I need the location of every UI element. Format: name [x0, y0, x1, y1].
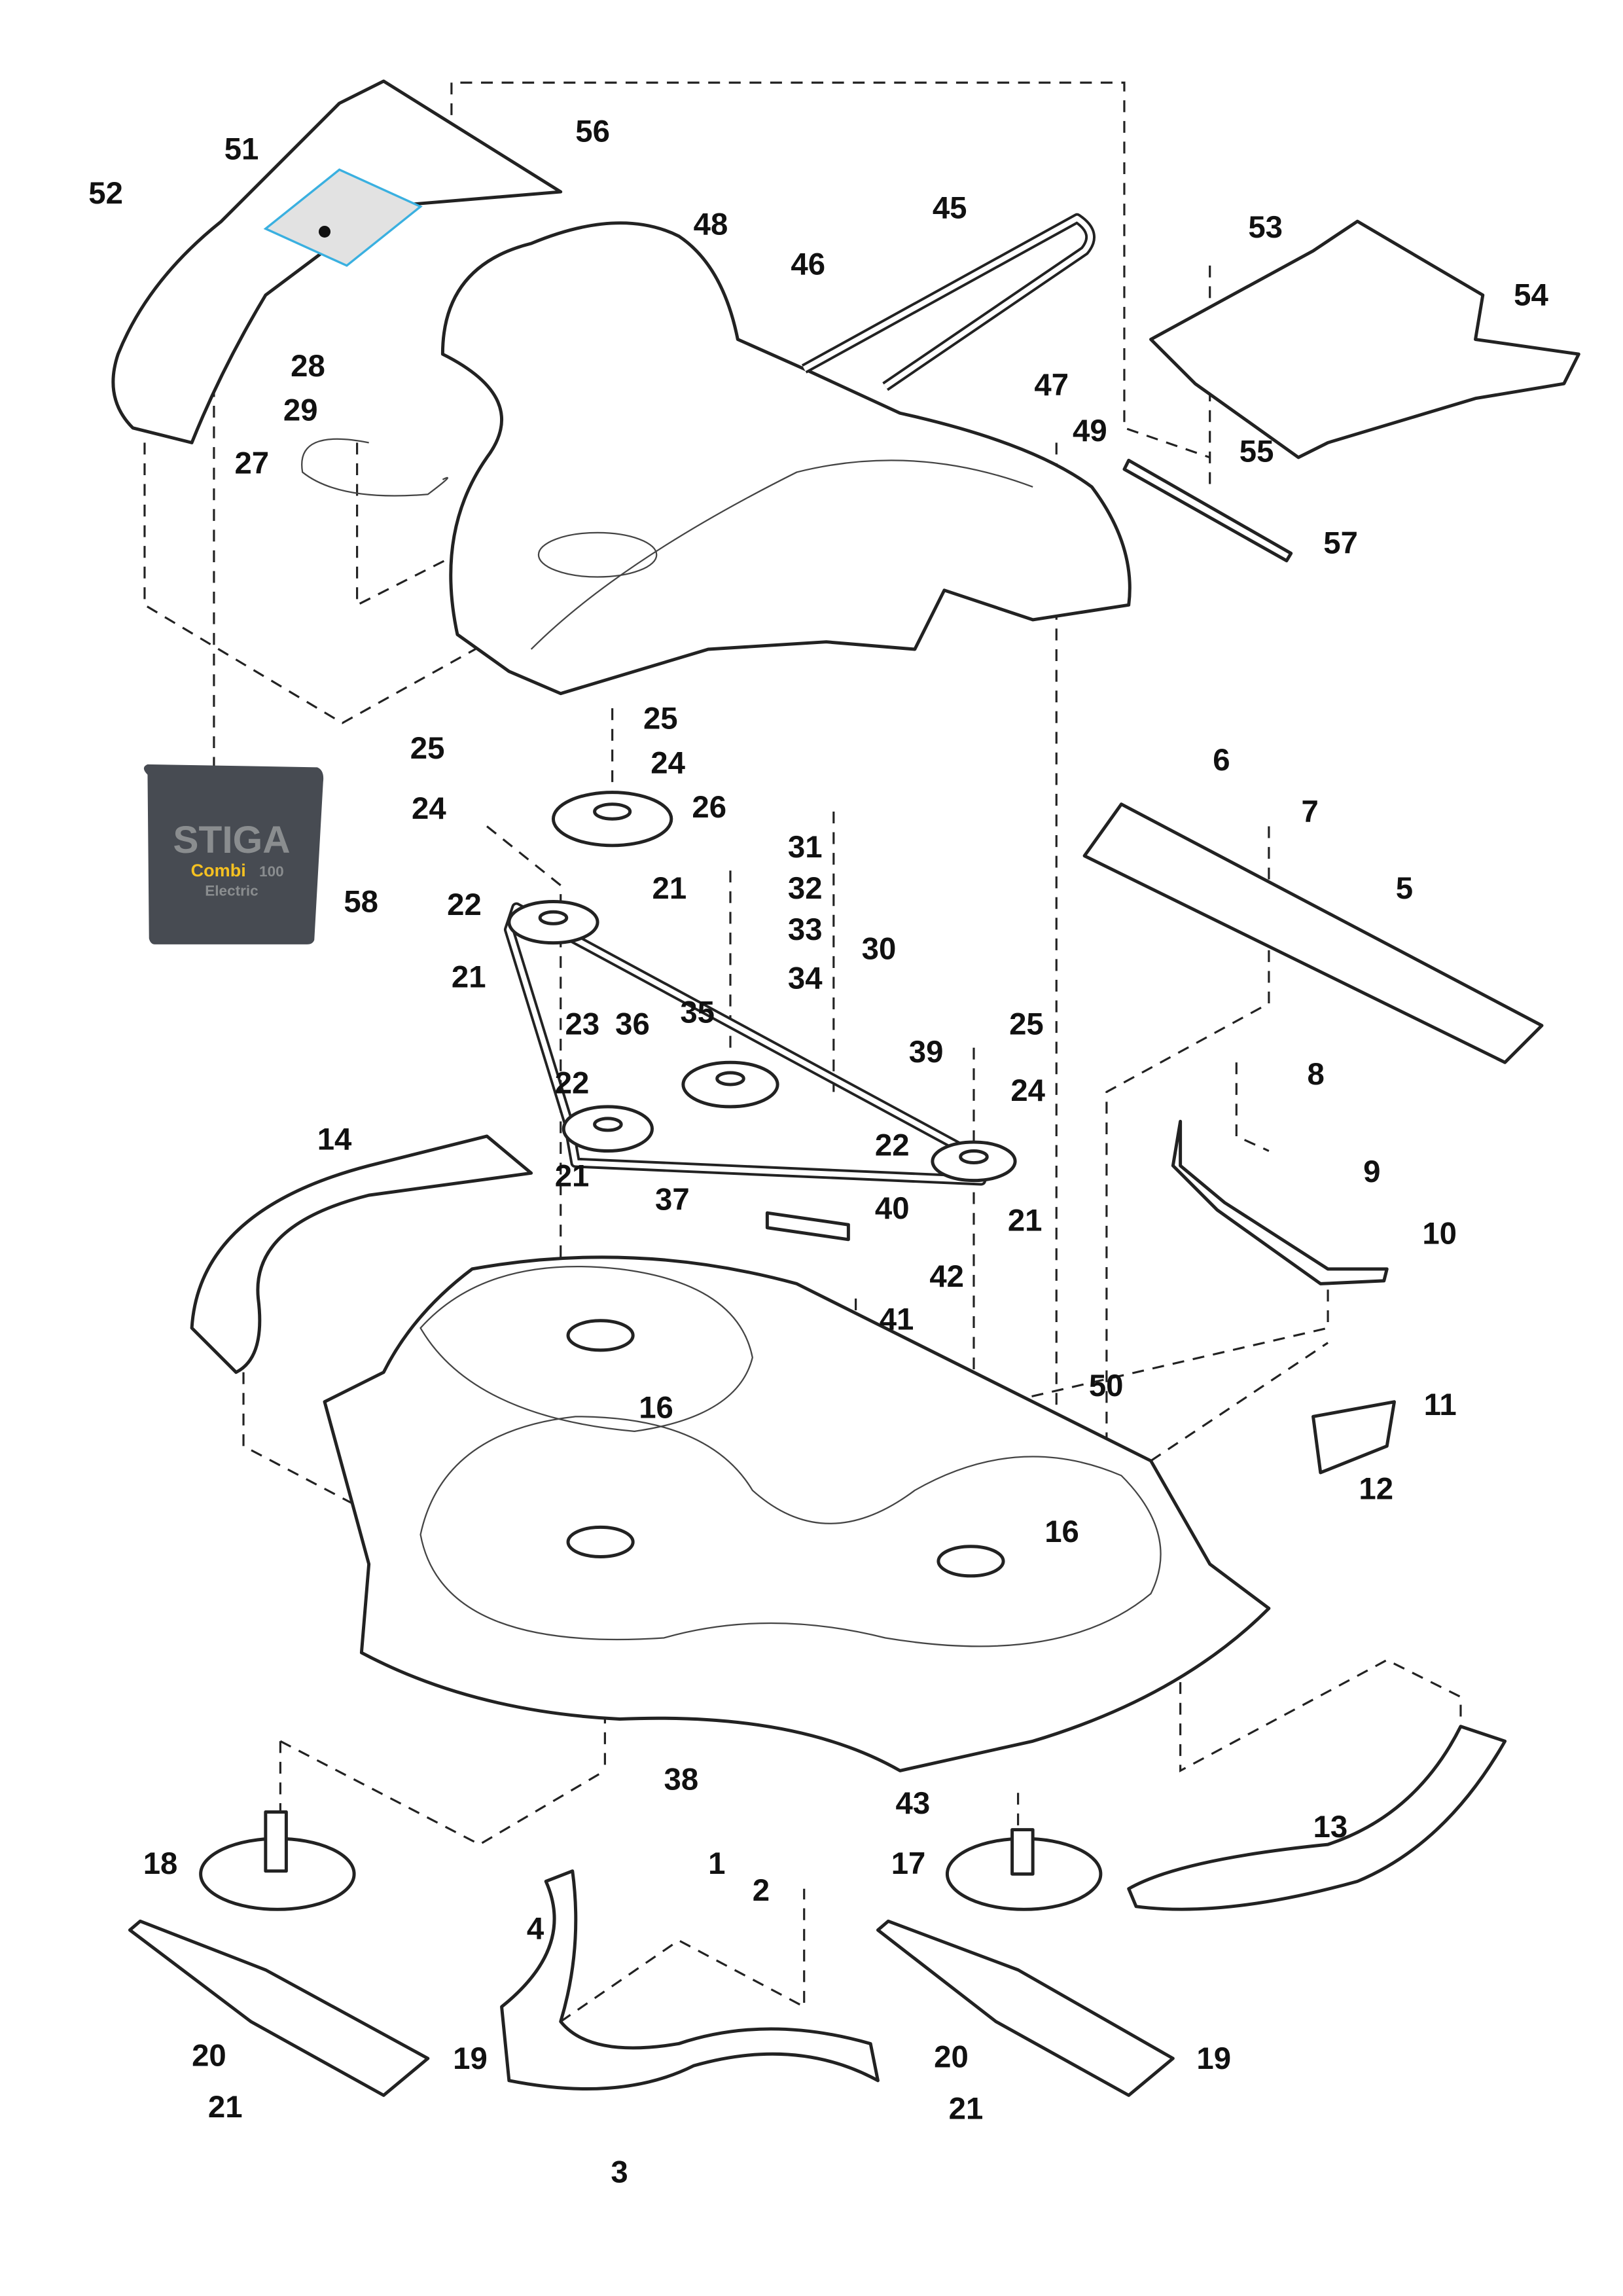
bracket-54: [1149, 219, 1580, 459]
guard-13: [1127, 1725, 1507, 1911]
callout-48: 48: [694, 207, 728, 242]
callout-32: 32: [788, 871, 823, 906]
guard-14: [190, 1134, 533, 1374]
callout-36: 36: [615, 1007, 650, 1041]
callout-24: 24: [1010, 1073, 1045, 1108]
plate-5: [1082, 802, 1544, 1064]
callout-10: 10: [1422, 1217, 1457, 1251]
callout-6: 6: [1213, 743, 1230, 778]
callout-17: 17: [891, 1846, 926, 1881]
callout-8: 8: [1308, 1057, 1325, 1092]
decal-model-number: 100: [259, 863, 284, 880]
callout-23: 23: [565, 1007, 599, 1041]
spindle-17: [945, 1828, 1103, 1911]
callout-4: 4: [527, 1911, 544, 1946]
callout-1: 1: [708, 1846, 725, 1881]
callout-50: 50: [1089, 1369, 1124, 1403]
callout-3: 3: [611, 2155, 628, 2189]
callout-22: 22: [447, 888, 482, 922]
callout-22: 22: [555, 1066, 590, 1101]
callout-46: 46: [791, 247, 825, 281]
callout-21: 21: [1008, 1203, 1043, 1238]
callout-40: 40: [875, 1191, 910, 1226]
callout-29: 29: [283, 393, 318, 428]
callout-39: 39: [909, 1035, 944, 1069]
callout-49: 49: [1073, 414, 1107, 448]
callout-11: 11: [1424, 1388, 1457, 1422]
callout-52: 52: [88, 176, 123, 211]
callout-14: 14: [317, 1122, 352, 1157]
spring-27: [301, 438, 449, 497]
callout-41: 41: [880, 1302, 914, 1336]
callout-12: 12: [1359, 1472, 1393, 1507]
callout-28: 28: [291, 349, 325, 384]
callout-19: 19: [1196, 2041, 1231, 2076]
callout-25: 25: [1009, 1007, 1044, 1041]
decal-brand: STIGA: [173, 819, 290, 861]
decal-variant: Electric: [205, 882, 258, 899]
blade-19-right: [876, 1919, 1175, 2097]
callout-13: 13: [1313, 1810, 1348, 1844]
pulleys: [507, 791, 1017, 1183]
callout-2: 2: [753, 1873, 770, 1908]
callout-24: 24: [412, 791, 446, 826]
callout-37: 37: [655, 1183, 690, 1217]
callout-25: 25: [643, 702, 678, 736]
callout-45: 45: [933, 191, 967, 226]
deck-cover-48: [440, 221, 1132, 696]
callout-21: 21: [208, 2090, 243, 2125]
callout-56: 56: [575, 114, 610, 149]
callout-26: 26: [692, 790, 726, 825]
callout-21: 21: [452, 960, 486, 994]
decal-model: Combi: [191, 861, 246, 880]
callout-21: 21: [555, 1159, 590, 1194]
callout-9: 9: [1363, 1155, 1380, 1189]
callout-42: 42: [929, 1259, 964, 1294]
spring-40: [765, 1211, 850, 1242]
callout-20: 20: [192, 2038, 226, 2073]
callout-35: 35: [680, 995, 715, 1030]
bracket-11: [1311, 1400, 1397, 1475]
callout-27: 27: [234, 446, 269, 481]
callout-33: 33: [788, 912, 823, 947]
callout-16: 16: [1044, 1515, 1079, 1549]
callout-55: 55: [1240, 435, 1274, 469]
callout-31: 31: [788, 830, 823, 865]
callout-24: 24: [651, 745, 685, 780]
belt-cover-51: [111, 79, 563, 444]
callout-25: 25: [410, 731, 445, 766]
callout-5: 5: [1396, 871, 1413, 906]
callout-53: 53: [1248, 210, 1283, 245]
mower-deck: [323, 1255, 1271, 1772]
callout-20: 20: [934, 2040, 969, 2075]
callout-7: 7: [1301, 795, 1318, 829]
spindle-18: [199, 1810, 356, 1911]
callout-51: 51: [224, 132, 259, 166]
callout-58: 58: [344, 884, 378, 919]
belt-45: [801, 213, 1096, 391]
guard-4: [500, 1869, 880, 2090]
callout-22: 22: [875, 1128, 910, 1162]
rod-57: [1122, 458, 1293, 563]
callout-21: 21: [652, 871, 687, 906]
callout-30: 30: [862, 931, 897, 966]
callout-54: 54: [1514, 278, 1548, 313]
callout-34: 34: [788, 961, 823, 996]
bracket-10: [1171, 1119, 1389, 1285]
callout-18: 18: [143, 1846, 178, 1881]
stiga-decal-58: STIGA Combi 100 Electric: [143, 764, 324, 944]
callout-57: 57: [1323, 526, 1358, 560]
blade-19-left: [128, 1919, 430, 2097]
callout-19: 19: [453, 2041, 488, 2076]
callout-16: 16: [639, 1391, 673, 1426]
callout-47: 47: [1034, 368, 1069, 403]
callout-21: 21: [949, 2091, 984, 2126]
callout-43: 43: [896, 1786, 931, 1821]
callout-38: 38: [664, 1763, 699, 1797]
